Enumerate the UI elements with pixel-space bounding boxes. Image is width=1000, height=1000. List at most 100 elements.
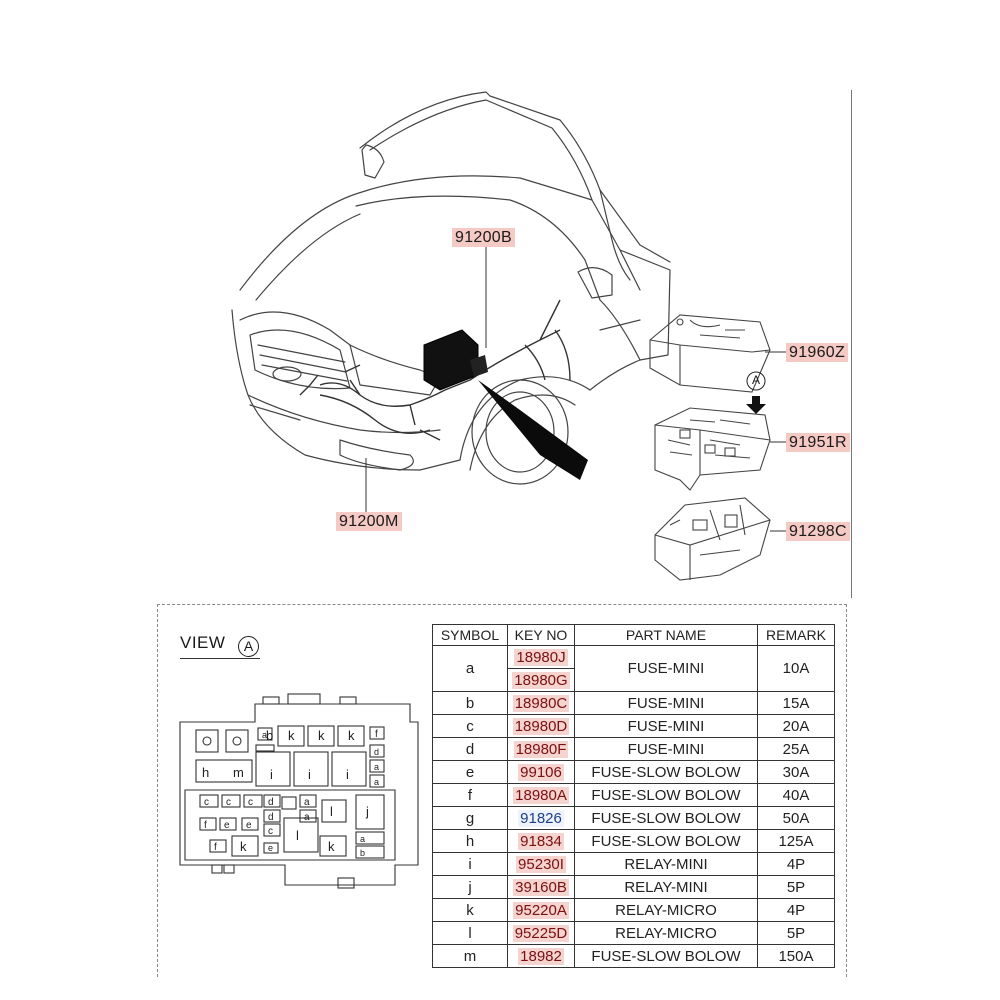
svg-text:a: a <box>360 834 365 844</box>
row-part-name: FUSE-SLOW BOLOW <box>574 783 758 807</box>
svg-text:d: d <box>268 797 274 808</box>
svg-text:b: b <box>360 848 365 858</box>
svg-text:a: a <box>374 777 379 787</box>
svg-text:f: f <box>375 729 378 740</box>
row-remark: 30A <box>757 760 835 784</box>
fuse-box-cover-part <box>649 314 771 393</box>
row-remark: 50A <box>757 806 835 830</box>
svg-text:c: c <box>268 826 273 837</box>
row-part-name: FUSE-MINI <box>574 691 758 715</box>
row-symbol: i <box>432 852 508 876</box>
row-part-name: RELAY-MINI <box>574 875 758 899</box>
row-symbol: d <box>432 737 508 761</box>
row-remark: 15A <box>757 691 835 715</box>
svg-text:e: e <box>224 820 230 831</box>
svg-text:e: e <box>268 843 273 853</box>
car-outline <box>231 91 671 485</box>
svg-text:d: d <box>374 747 379 757</box>
svg-text:c: c <box>226 797 231 808</box>
svg-text:l: l <box>296 828 299 843</box>
row-symbol: c <box>432 714 508 738</box>
callout-91298C: 91298C <box>786 522 850 541</box>
svg-text:k: k <box>328 839 335 854</box>
row-remark: 5P <box>757 921 835 945</box>
row-symbol: g <box>432 806 508 830</box>
table-row: c 18980D FUSE-MINI 20A <box>432 714 835 738</box>
svg-text:m: m <box>233 765 244 780</box>
table-row: e 99106 FUSE-SLOW BOLOW 30A <box>432 760 835 784</box>
parts-table: SYMBOL KEY NO PART NAME REMARK a 18980J … <box>432 624 835 968</box>
svg-text:a: a <box>262 730 267 740</box>
row-symbol: e <box>432 760 508 784</box>
row-key-no: 18980A <box>507 783 575 807</box>
svg-text:c: c <box>204 797 209 808</box>
row-remark: 5P <box>757 875 835 899</box>
svg-text:f: f <box>214 842 217 853</box>
table-row: k 95220A RELAY-MICRO 4P <box>432 898 835 922</box>
table-row: l 95225D RELAY-MICRO 5P <box>432 921 835 945</box>
svg-text:a: a <box>304 812 310 823</box>
callout-91200M: 91200M <box>336 512 402 531</box>
row-key-no: 91826 <box>507 806 575 830</box>
callout-91951R: 91951R <box>786 433 850 452</box>
table-row: i 95230I RELAY-MINI 4P <box>432 852 835 876</box>
svg-text:h: h <box>202 765 209 780</box>
divider-line <box>851 90 852 598</box>
row-part-name: FUSE-MINI <box>574 737 758 761</box>
view-marker: A <box>238 636 259 657</box>
svg-text:l: l <box>330 804 333 819</box>
row-symbol: m <box>432 944 508 968</box>
row-key-no: 18980D <box>507 714 575 738</box>
svg-text:e: e <box>246 820 252 831</box>
table-row: m 18982 FUSE-SLOW BOLOW 150A <box>432 944 835 968</box>
view-a-section <box>157 604 847 977</box>
parts-table-header: SYMBOL KEY NO PART NAME REMARK <box>432 624 835 646</box>
header-key-no: KEY NO <box>507 624 575 646</box>
svg-text:a: a <box>304 797 310 808</box>
view-arrow <box>746 371 766 414</box>
view-underline <box>180 658 260 659</box>
table-row: f 18980A FUSE-SLOW BOLOW 40A <box>432 783 835 807</box>
row-part-name: RELAY-MICRO <box>574 898 758 922</box>
table-row: j 39160B RELAY-MINI 5P <box>432 875 835 899</box>
row-remark: 4P <box>757 898 835 922</box>
row-part-name: RELAY-MICRO <box>574 921 758 945</box>
svg-text:k: k <box>318 728 325 743</box>
wire-harness <box>299 299 571 441</box>
row-remark: 40A <box>757 783 835 807</box>
table-row: g 91826 FUSE-SLOW BOLOW 50A <box>432 806 835 830</box>
row-part-name: FUSE-SLOW BOLOW <box>574 760 758 784</box>
table-row: h 91834 FUSE-SLOW BOLOW 125A <box>432 829 835 853</box>
svg-text:d: d <box>268 812 274 823</box>
svg-text:i: i <box>270 767 273 782</box>
leader-ribbon <box>478 380 588 480</box>
table-row: d 18980F FUSE-MINI 25A <box>432 737 835 761</box>
row-symbol: f <box>432 783 508 807</box>
svg-text:k: k <box>288 728 295 743</box>
row-remark: 10A <box>757 645 835 692</box>
callout-91200B: 91200B <box>452 228 515 247</box>
row-part-name: FUSE-MINI <box>574 714 758 738</box>
fuse-box-lower-case-part <box>654 497 771 581</box>
row-key-no: 18980J <box>507 645 575 669</box>
row-part-name: RELAY-MINI <box>574 852 758 876</box>
row-key-no: 18980C <box>507 691 575 715</box>
view-label: VIEW <box>180 633 226 652</box>
arrow-marker-label: A <box>751 373 760 387</box>
row-symbol: a <box>432 645 508 692</box>
row-remark: 25A <box>757 737 835 761</box>
row-part-name: FUSE-SLOW BOLOW <box>574 944 758 968</box>
row-symbol: b <box>432 691 508 715</box>
svg-text:j: j <box>365 804 369 819</box>
row-key-no: 18980G <box>507 668 575 692</box>
svg-text:k: k <box>348 728 355 743</box>
row-remark: 125A <box>757 829 835 853</box>
row-remark: 150A <box>757 944 835 968</box>
row-remark: 20A <box>757 714 835 738</box>
leader-lines <box>365 245 786 532</box>
header-remark: REMARK <box>757 624 835 646</box>
row-remark: 4P <box>757 852 835 876</box>
row-key-no: 18980F <box>507 737 575 761</box>
fuse-box-body-part <box>654 407 771 491</box>
